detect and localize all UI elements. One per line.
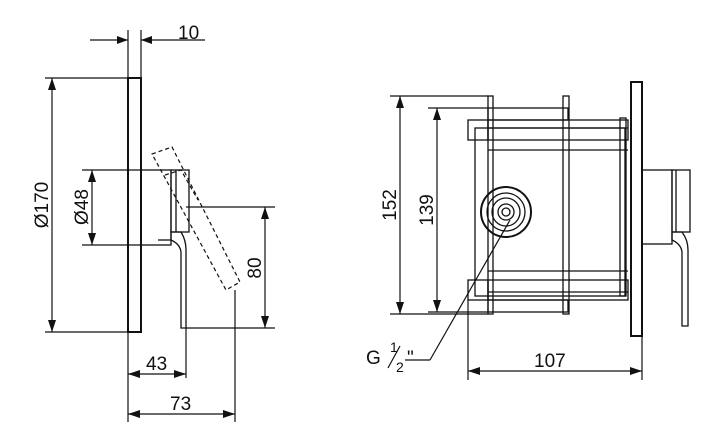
- dim-plate-thickness-label: 10: [178, 23, 199, 44]
- connection-fraction-den: 2: [396, 359, 404, 375]
- dim-total-depth: 107: [467, 300, 643, 380]
- connection-prefix: G: [366, 348, 381, 369]
- dim-projection-with-handle-label: 73: [170, 394, 191, 415]
- dim-handle-height-label: 80: [245, 257, 266, 278]
- dim-box-height-label: 152: [380, 189, 401, 221]
- dim-plate-diameter: Ø170: [32, 77, 128, 333]
- escutcheon-body: [140, 169, 172, 246]
- dim-plate-thickness: 10: [90, 23, 205, 78]
- right-handle-lever: [671, 231, 689, 327]
- handle-rotated-dashed: [151, 146, 241, 291]
- right-view: 152 139 107 G 1 2 ": [366, 81, 691, 380]
- dim-box-height: 152: [380, 95, 488, 315]
- left-view: 10 Ø170 Ø48 80: [32, 23, 275, 422]
- dim-inner-height: 139: [417, 107, 488, 313]
- dim-projection: 43: [127, 328, 187, 422]
- dim-inner-height-label: 139: [417, 194, 438, 226]
- dim-escutcheon-diameter-label: Ø48: [72, 189, 93, 225]
- dim-plate-diameter-label: Ø170: [32, 182, 53, 228]
- handle-lever: [170, 231, 187, 329]
- dim-escutcheon-diameter: Ø48: [72, 169, 141, 246]
- dim-projection-with-handle: 73: [128, 290, 236, 422]
- handle-base: [170, 169, 190, 233]
- front-plate: [630, 81, 643, 337]
- connection-suffix: ": [407, 348, 414, 369]
- dim-projection-label: 43: [146, 354, 167, 375]
- dim-total-depth-label: 107: [534, 351, 566, 372]
- dim-handle-height: 80: [186, 206, 275, 329]
- connection-fraction-num: 1: [390, 339, 398, 355]
- wall-plate: [127, 77, 142, 333]
- connection-callout: G 1 2 ": [366, 219, 511, 375]
